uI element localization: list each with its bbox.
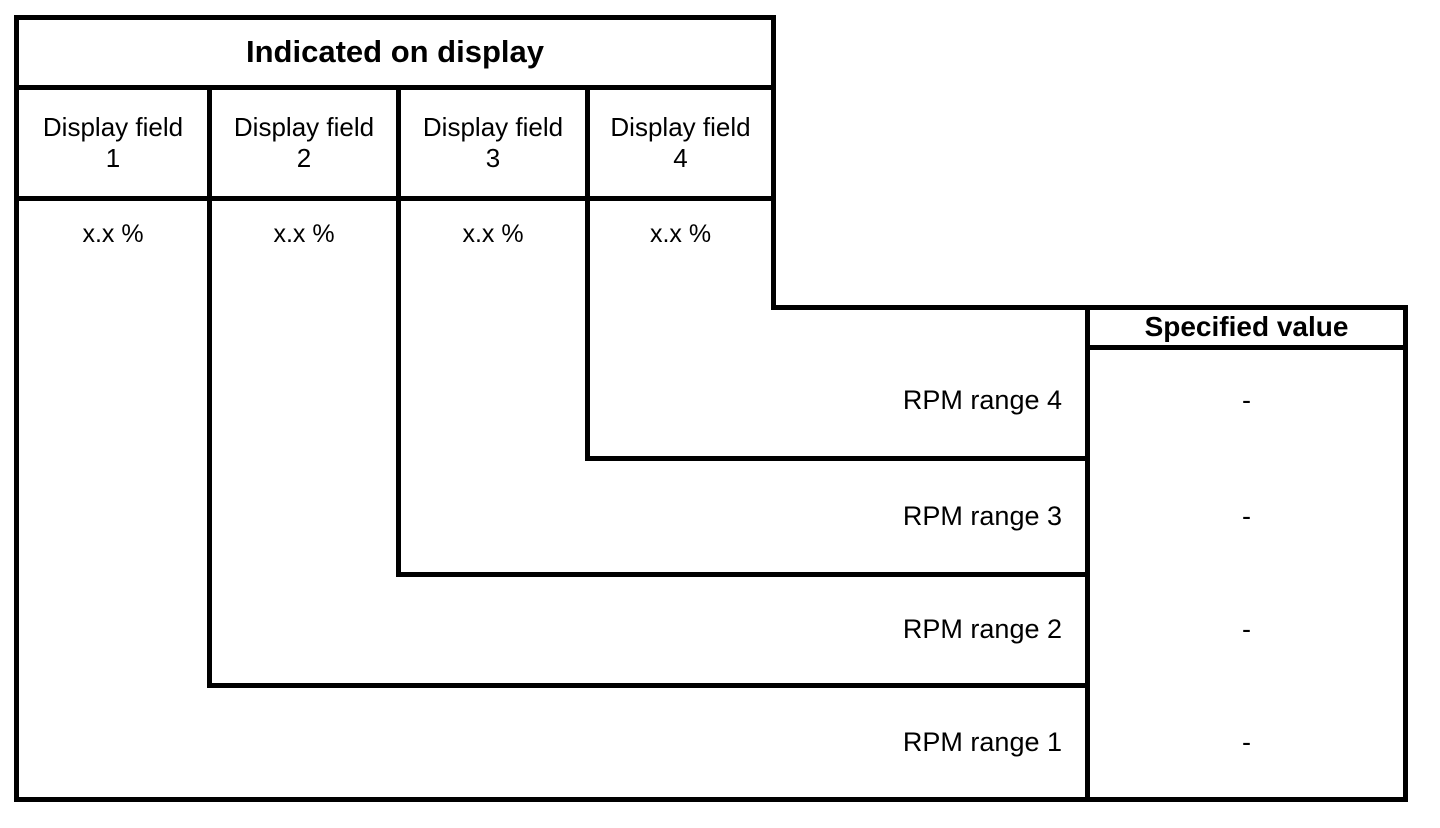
spec-value-2: -: [1242, 614, 1251, 645]
colsep-1-header: [207, 85, 212, 196]
rpm-range-label-4: RPM range 4: [902, 384, 1062, 415]
step-tread-3: [585, 456, 1090, 461]
display-value-4: x.x %: [649, 220, 712, 249]
colsep-4-right: [771, 15, 776, 310]
rpm-range-label-1: RPM range 1: [902, 726, 1062, 757]
column-header-3: Display field 3: [422, 112, 564, 173]
spec-value-1: -: [1242, 726, 1251, 757]
border-bottom-outer: [14, 797, 1408, 802]
colsep-3-header: [585, 85, 590, 196]
border-left-outer: [14, 15, 19, 802]
colsep-2-body: [396, 196, 401, 577]
divider-under-title: [14, 85, 776, 90]
rpm-range-label-2: RPM range 2: [902, 614, 1062, 645]
border-top-display: [14, 15, 776, 20]
display-value-3: x.x %: [462, 220, 524, 249]
display-value-2: x.x %: [273, 220, 335, 249]
column-header-2: Display field 2: [233, 112, 375, 173]
display-group-title: Indicated on display: [246, 34, 544, 70]
column-header-1: Display field 1: [42, 112, 184, 173]
divider-under-spec-header: [1085, 345, 1408, 350]
spec-value-4: -: [1242, 384, 1251, 415]
colsep-3-body: [585, 196, 590, 461]
spec-value-3: -: [1242, 500, 1251, 531]
divider-under-colheads: [14, 196, 776, 201]
colsep-2-header: [396, 85, 401, 196]
border-right-outer: [1403, 305, 1408, 802]
rpm-range-label-3: RPM range 3: [902, 500, 1062, 531]
colsep-1-body: [207, 196, 212, 688]
spec-column-left-divider: [1085, 305, 1090, 802]
step-tread-2: [396, 572, 1090, 577]
column-header-4: Display field 4: [610, 112, 751, 173]
display-value-1: x.x %: [82, 220, 144, 249]
spec-value-header: Specified value: [1144, 310, 1349, 342]
step-tread-1: [207, 683, 1090, 688]
